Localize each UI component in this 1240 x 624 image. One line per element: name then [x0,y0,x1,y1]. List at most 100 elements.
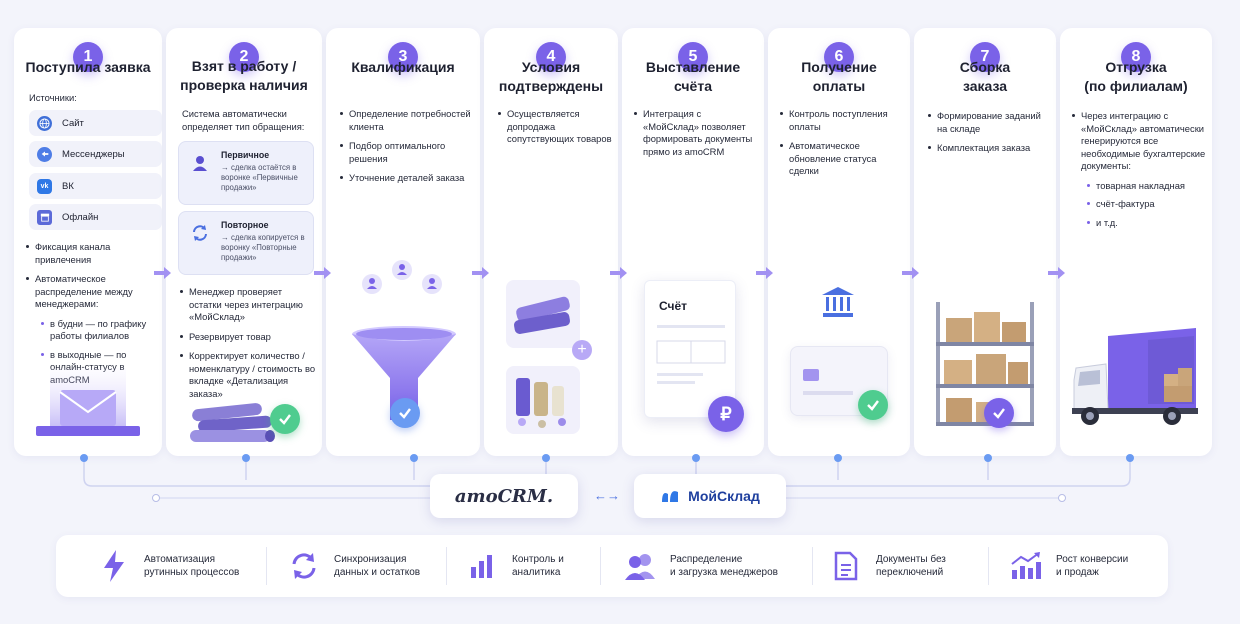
source-label: Мессенджеры [62,148,125,160]
bullet-item: Определение потребностей клиента [340,108,474,133]
step-title: Получение оплаты [801,59,877,94]
bullet-item: Формирование заданий на складе [928,110,1050,135]
source-offline: Офлайн [29,204,162,230]
step-title: Квалификация [351,59,455,75]
step-title: Условия подтверждены [498,59,604,94]
check-icon [984,398,1014,428]
flow-arrow-icon [1048,267,1065,279]
sources-label: Источники: [29,92,77,103]
repeat-deal-box: Повторное → сделка копируется в воронку … [178,211,314,275]
sub-bullet-item: и т.д. [1072,217,1206,230]
step-number-badge: 2 [229,42,259,72]
benefit-distribution: Распределение и загрузка менеджеров [622,535,778,597]
benefit-automation: Автоматизация рутинных процессов [96,535,239,597]
bullet-item: Через интеграцию с «МойСклад» автоматиче… [1072,110,1206,173]
benefit-label: Автоматизация рутинных процессов [144,554,240,578]
step-bullets: Определение потребностей клиента Подбор … [340,108,474,192]
bullet-item: Интеграция с «МойСклад» позволяет формир… [634,108,758,158]
primary-deal-box: Первичное → сделка остаётся в воронке «П… [178,141,314,205]
funnel-illustration [346,250,462,430]
step-card-4: 4 Условия подтверждены Осуществляется до… [484,28,618,456]
step-title: Отгрузка (по филиалам) [1084,59,1188,94]
bullet-item: Резервирует товар [180,331,316,344]
step-number-badge: 6 [824,42,854,72]
fabric-rolls-illustration [188,396,298,446]
benefit-sync: Синхронизация данных и остатков [286,535,420,597]
benefit-label: Синхронизация данных и остатков [334,554,421,578]
flow-arrow-icon [756,267,773,279]
step-card-1: 1 Поступила заявка Источники: Сайт Мессе… [14,28,162,456]
source-messengers: Мессенджеры [29,141,162,167]
bullet-item: Подбор оптимального решения [340,140,474,165]
divider [600,547,601,585]
flow-arrow-icon [902,267,919,279]
bank-icon [820,284,856,320]
benefits-bar: Автоматизация рутинных процессов Синхрон… [56,535,1168,597]
step-number-badge: 8 [1121,42,1151,72]
document-icon [828,548,864,584]
benefit-label: Документы без переключений [876,554,946,578]
amocrm-logo-text: amoCRM. [454,485,554,507]
source-label: Офлайн [62,211,99,223]
bullet-item: Менеджер проверяет остатки через интегра… [180,286,316,324]
step-bullets: Через интеграцию с «МойСклад» автоматиче… [1072,110,1206,235]
bullet-item: Комплектация заказа [928,142,1050,155]
amocrm-logo: amoCRM. [430,474,578,518]
vk-icon: vk [37,178,52,194]
refresh-icon [193,225,207,241]
flow-arrow-icon [610,267,627,279]
step-title: Сборка заказа [959,59,1011,94]
sub-bullet-item: счёт-фактура [1072,198,1206,211]
sub-bullet-item: товарная накладная [1072,180,1206,193]
step-intro: Система автоматически определяет тип обр… [182,108,305,132]
flow-arrow-icon [314,267,331,279]
step-card-3: 3 Квалификация Определение потребностей … [326,28,480,456]
step-bullets: Менеджер проверяет остатки через интегра… [180,286,316,407]
source-site: Сайт [29,110,162,136]
user-icon [193,156,207,171]
fabric-product-tile [506,280,580,348]
step-card-7: 7 Сборка заказа Формирование заданий на … [914,28,1056,456]
step-title: Выставление счёта [645,59,741,94]
sync-symbol: ←→ [594,488,620,503]
thread-spools-tile [506,366,580,434]
sync-icon [286,548,322,584]
sync-arrows-icon: ←→ [590,488,624,504]
deal-type-text: → сделка копируется в воронку «Повторные… [221,233,305,262]
bullet-item: Автоматическое распределение между менед… [26,273,156,311]
step-number-badge: 1 [73,42,103,72]
flow-arrow-icon [154,267,171,279]
delivery-truck-illustration [1068,324,1208,434]
envelope-illustration [36,368,140,438]
divider [446,547,447,585]
source-vk: vk ВК [29,173,162,199]
step-number-badge: 5 [678,42,708,72]
moysklad-logo-text: МойСклад [688,488,760,504]
lightning-icon [96,548,132,584]
plus-icon: + [572,340,592,360]
bullet-item: Фиксация канала привлечения [26,241,156,266]
invoice-document: Счёт [644,280,736,418]
benefit-label: Рост конверсии и продаж [1056,554,1129,578]
step-title: Поступила заявка [25,59,151,75]
benefit-growth: Рост конверсии и продаж [1008,535,1128,597]
benefit-documents: Документы без переключений [828,535,946,597]
deal-type-title: Повторное [221,220,269,230]
step-number-badge: 4 [536,42,566,72]
bar-chart-icon [464,548,500,584]
step-card-5: 5 Выставление счёта Интеграция с «МойСкл… [622,28,764,456]
deal-type-title: Первичное [221,150,270,160]
step-bullets: Осуществляется допродажа сопутствующих т… [498,108,612,153]
flow-arrow-icon [472,267,489,279]
globe-icon [37,115,52,131]
step-bullets: Интеграция с «МойСклад» позволяет формир… [634,108,758,165]
users-icon [622,548,658,584]
step-bullets: Контроль поступления оплаты Автоматическ… [780,108,904,185]
moysklad-logo: МойСклад [634,474,786,518]
step-title: Взят в работу / проверка наличия [180,58,308,93]
step-bullets: Формирование заданий на складе Комплекта… [928,110,1050,162]
step-card-6: 6 Получение оплаты Контроль поступления … [768,28,910,456]
step-number-badge: 3 [388,42,418,72]
benefit-label: Контроль и аналитика [512,554,564,578]
bullet-item: Уточнение деталей заказа [340,172,474,185]
